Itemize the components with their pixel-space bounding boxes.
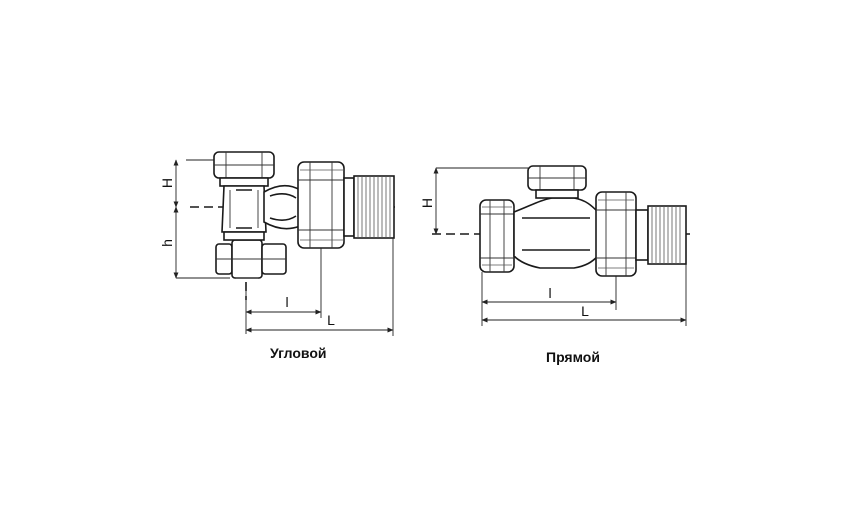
angle-valve-body: [221, 185, 267, 233]
straight-label-H: H: [419, 198, 435, 208]
angle-label-h: h: [159, 239, 175, 247]
straight-dim-L: [481, 264, 687, 326]
straight-dim-l: [481, 272, 617, 326]
angle-valve-branch: [263, 184, 301, 230]
straight-valve-top-cap: [527, 165, 587, 199]
angle-valve-union-nut: [297, 161, 345, 249]
straight-valve-left-nut: [479, 199, 515, 273]
angle-dim-h: [173, 206, 230, 279]
angle-valve: H h l L: [159, 151, 400, 336]
angle-label-L: L: [327, 312, 335, 328]
straight-dim-H: [433, 167, 528, 235]
straight-label-L: L: [581, 303, 589, 319]
angle-valve-bottom-nut: [215, 231, 287, 279]
straight-valve-union-nut: [595, 191, 637, 277]
angle-label-H: H: [159, 178, 175, 188]
angle-dim-L: [245, 238, 394, 336]
angle-dim-l: [245, 248, 322, 334]
angle-label-l: l: [285, 294, 288, 310]
angle-valve-thread: [343, 175, 395, 239]
straight-valve-caption: Прямой: [546, 349, 600, 365]
angle-valve-top-cap: [213, 151, 275, 187]
angle-valve-caption: Угловой: [270, 345, 327, 361]
straight-label-l: l: [548, 285, 551, 301]
angle-dim-H: [173, 159, 214, 208]
straight-valve-thread: [635, 205, 687, 265]
straight-valve-body: [513, 197, 599, 269]
straight-valve: H l L: [419, 165, 690, 326]
